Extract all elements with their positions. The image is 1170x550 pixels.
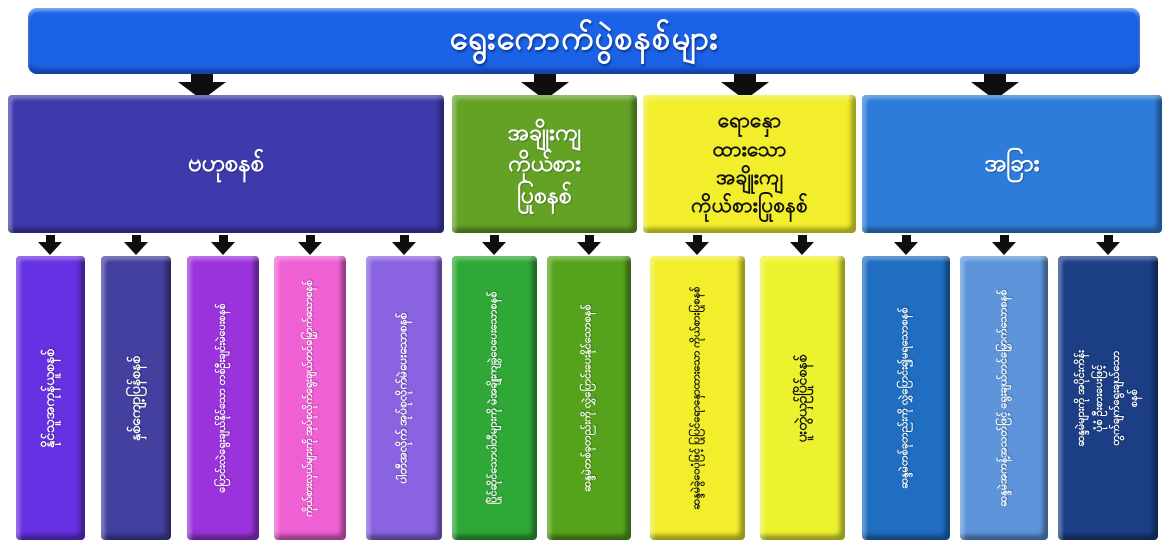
arrow-down-icon [790, 235, 814, 255]
system-bar-label: ဆန္ဒမဲတစ်ခုတည်းကို လွှဲပြောင်းပေးနိုင်သေ… [582, 304, 594, 492]
system-bar-label: ပါတီအလိုက် အုပ်စုလိုက်မဲပေးသောစနစ် [396, 312, 411, 484]
system-bar-label: ပူးတွဲယှဉ်ပြိုင်စနစ် [793, 354, 809, 442]
system-bar-two-round: နှစ်ကျော့ပြန်စနစ် [101, 256, 171, 540]
system-bar-block-vote: ကိုယ်စားလှယ်များကို အုပ်စုလိုက်ရွေးချယ်တ… [274, 256, 346, 540]
arrow-down-icon [482, 235, 506, 255]
system-bar-label: နိုင်သူအကုန်ယူစနစ် [41, 348, 58, 448]
diagram-title: ရွေးကောက်ပွဲစနစ်များ [28, 8, 1140, 74]
system-bar-party-block-vote: ပါတီအလိုက် အုပ်စုလိုက်မဲပေးသောစနစ် [366, 256, 442, 540]
system-bar-label: ဆန္ဒမဲများကို အပိုင်းကိန်းပုံစံ ဦးစားပေး… [1074, 349, 1140, 447]
arrow-down-icon [685, 235, 709, 255]
arrow-down-icon [211, 235, 235, 255]
system-bar-borda-count: ဆန္ဒမဲများကို အပိုင်းကိန်းပုံစံ ဦးစားပေး… [1058, 256, 1158, 540]
group-box-proportional-representation: အချိုးကျ ကိုယ်စား ပြုစနစ် [452, 95, 637, 233]
system-bar-parallel: ပူးတွဲယှဉ်ပြိုင်စနစ် [760, 256, 845, 540]
system-bar-label: ပြောင်းလဲရွေးချယ်နိုင်သော တစ်ဦးချင်းမဲပေ… [216, 303, 228, 493]
group-box-mixed-proportional: ရောနှော ထားသော အချိုးကျ ကိုယ်စားပြုစနစ် [643, 95, 856, 233]
arrow-down-icon [298, 235, 322, 255]
system-bar-sntv: ဆန္ဒမဲတစ်ခုတည်းကို လွှဲပြောင်း၍မရသောစနစ် [862, 256, 950, 540]
system-bar-mmp: ဆန္ဒမဲခွဲဝေပုံဖြင့် ပြုပြင်ရောနှောထားသော… [650, 256, 745, 540]
system-bar-limited-vote: ဆန္ဒမဲအကန့်အသတ်ဖြင့် ရွေးချယ်တင်မြှောက်သ… [960, 256, 1048, 540]
arrow-down-icon [992, 235, 1016, 255]
arrow-down-icon [577, 235, 601, 255]
arrow-down-icon [392, 235, 416, 255]
system-bar-stv: ဆန္ဒမဲတစ်ခုတည်းကို လွှဲပြောင်းပေးနိုင်သေ… [547, 256, 631, 540]
system-bar-label: ဆန္ဒမဲတစ်ခုတည်းကို လွှဲပြောင်း၍မရသောစနစ် [899, 307, 911, 489]
system-bar-alternative-vote: ပြောင်းလဲရွေးချယ်နိုင်သော တစ်ဦးချင်းမဲပေ… [187, 256, 259, 540]
system-bar-label: နှစ်ကျော့ပြန်စနစ် [126, 355, 143, 441]
system-bar-label: ဆန္ဒမဲအကန့်အသတ်ဖြင့် ရွေးချယ်တင်မြှောက်သ… [997, 289, 1010, 507]
arrow-down-icon [1096, 235, 1120, 255]
group-box-other: အခြား [862, 95, 1162, 233]
system-bar-list-pr: ပြိုင်ဆိုင်သောပါတီများကို မဲအချိုးကျခွဲဝ… [452, 256, 537, 540]
group-box-plurality-system: ဗဟုစနစ် [8, 95, 444, 233]
arrow-down-icon [894, 235, 918, 255]
system-bar-label: ဆန္ဒမဲခွဲဝေပုံဖြင့် ပြုပြင်ရောနှောထားသော… [690, 286, 703, 510]
system-bar-label: ကိုယ်စားလှယ်များကို အုပ်စုလိုက်ရွေးချယ်တ… [302, 279, 315, 517]
system-bar-fptp: နိုင်သူအကုန်ယူစနစ် [16, 256, 85, 540]
arrow-down-icon [124, 235, 148, 255]
system-bar-label: ပြိုင်ဆိုင်သောပါတီများကို မဲအချိုးကျခွဲဝ… [487, 291, 500, 505]
arrow-down-icon [38, 235, 62, 255]
